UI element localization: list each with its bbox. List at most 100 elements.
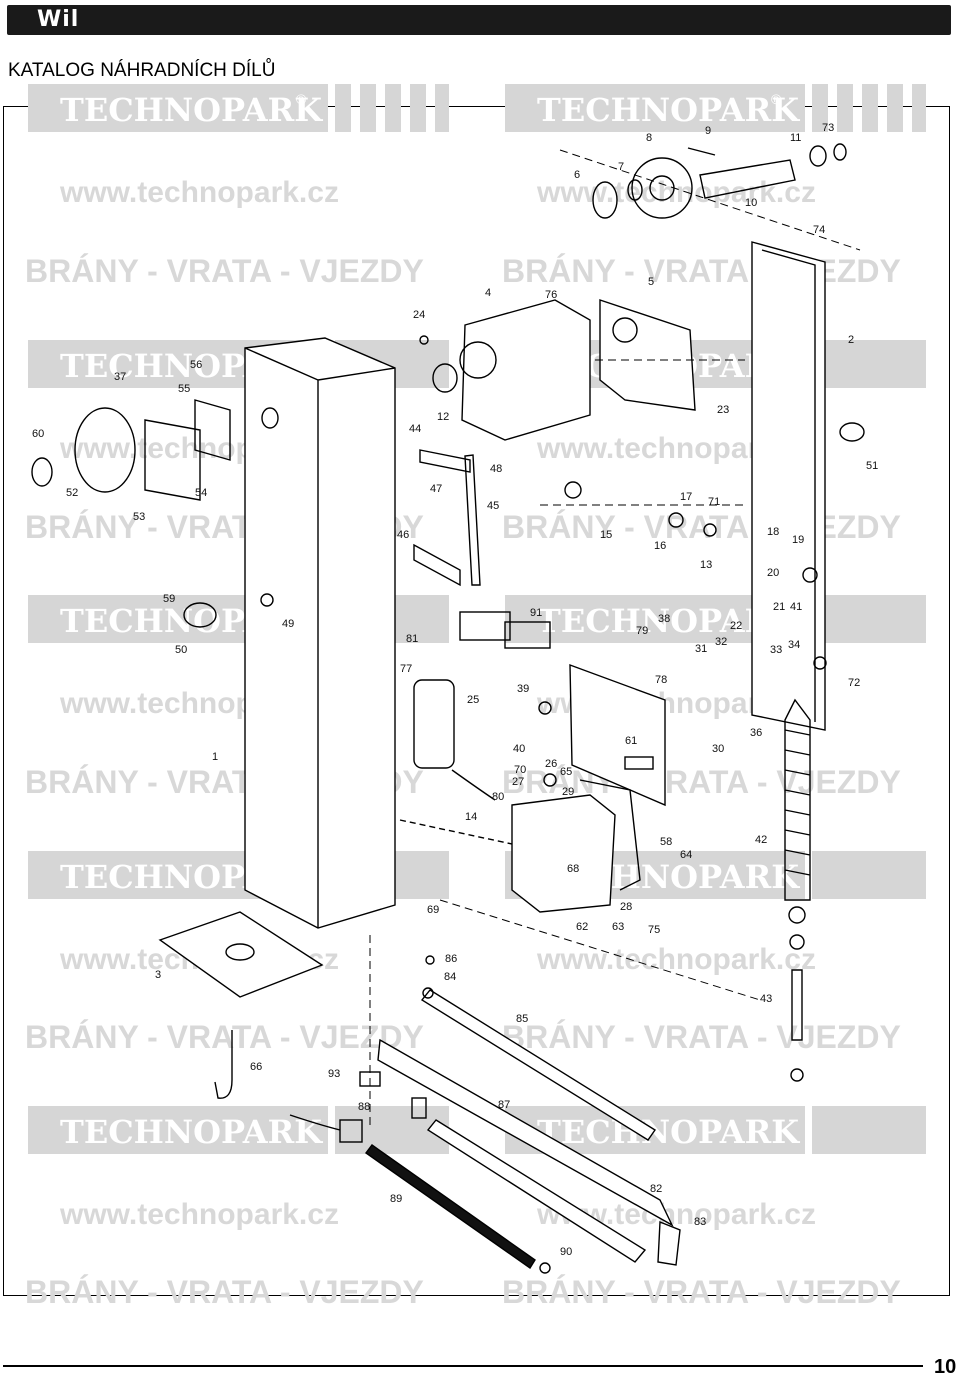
- watermark-tagline: BRÁNY - VRATA - VJEZDY: [25, 1019, 424, 1055]
- parts-line-art: [31, 143, 865, 1274]
- watermark-registered: ®: [771, 91, 782, 107]
- watermark-stripe: [812, 595, 926, 643]
- part-label: 87: [498, 1099, 510, 1111]
- part-label: 10: [745, 197, 757, 209]
- fasteners: [183, 335, 865, 1274]
- part-label: 49: [282, 618, 294, 630]
- part-label: 58: [660, 836, 672, 848]
- part-labels: 1 2 3 4 5 6 7 8 9 10 11 12 13 14 15 16 1…: [32, 122, 878, 1258]
- terminal-box: [511, 779, 641, 913]
- watermark-band: [28, 1106, 328, 1154]
- part-label: 53: [133, 511, 145, 523]
- watermark-stripe: [435, 84, 449, 132]
- part-label: 89: [390, 1193, 402, 1205]
- part-label: 37: [114, 371, 126, 383]
- part-label: 30: [712, 743, 724, 755]
- part-label: 54: [195, 487, 207, 499]
- watermark-tagline: BRÁNY - VRATA - VJEZDY: [502, 1019, 901, 1055]
- watermark-stripe: [410, 84, 426, 132]
- part-label: 42: [755, 834, 767, 846]
- part-label: 47: [430, 483, 442, 495]
- watermark-tagline: BRÁNY - VRATA - VJEZDY: [502, 1274, 901, 1310]
- part-label: 12: [437, 411, 449, 423]
- watermark-url: www.technopark.cz: [536, 943, 816, 976]
- watermark-tagline: BRÁNY - VRATA - VJEZDY: [25, 1274, 424, 1310]
- part-label: 82: [650, 1183, 662, 1195]
- watermark-brand: TECHNOPARK: [60, 91, 323, 129]
- part-label: 27: [512, 776, 524, 788]
- part-label: 86: [445, 953, 457, 965]
- part-label: 51: [866, 460, 878, 472]
- part-label: 20: [767, 567, 779, 579]
- part-label: 79: [636, 625, 648, 637]
- watermark-stripe: [812, 851, 926, 899]
- watermark-band: [28, 84, 328, 132]
- part-label: 59: [163, 593, 175, 605]
- part-label: 31: [695, 643, 707, 655]
- part-label: 62: [576, 921, 588, 933]
- part-label: 23: [717, 404, 729, 416]
- part-label: 8: [646, 132, 652, 144]
- part-label: 66: [250, 1061, 262, 1073]
- watermark-tagline: BRÁNY - VRATA - VJEZDY: [502, 253, 901, 289]
- watermark-registered: ®: [296, 91, 307, 107]
- part-label: 83: [694, 1216, 706, 1228]
- watermark-url: www.technopark.cz: [59, 1198, 339, 1231]
- part-label: 7: [618, 161, 624, 173]
- part-label: 11: [790, 132, 801, 144]
- part-label: 36: [750, 727, 762, 739]
- watermark-band: [505, 84, 805, 132]
- part-label: 72: [848, 677, 860, 689]
- part-label: 61: [625, 735, 637, 747]
- part-label: 65: [560, 766, 572, 778]
- part-label: 44: [409, 423, 421, 435]
- watermark-url: www.technopark.cz: [59, 176, 339, 209]
- part-label: 55: [178, 383, 190, 395]
- relay-block: [459, 611, 551, 649]
- watermark-stripe: [837, 84, 853, 132]
- watermark-tagline: BRÁNY - VRATA - VJEZDY: [502, 764, 901, 800]
- watermark-stripe: [812, 84, 828, 132]
- brand-logo: Wil: [37, 7, 80, 32]
- assembly-lines: [369, 149, 861, 1130]
- motor-flange: [31, 399, 231, 501]
- part-label: 75: [648, 924, 660, 936]
- part-label: 40: [513, 743, 525, 755]
- motor-capacitor: [413, 679, 496, 801]
- watermark-tagline: BRÁNY - VRATA - VJEZDY: [25, 253, 424, 289]
- part-label: 25: [467, 694, 479, 706]
- part-label: 80: [492, 791, 504, 803]
- spring-assembly: [784, 698, 811, 1082]
- part-label: 56: [190, 359, 202, 371]
- part-label: 22: [730, 620, 742, 632]
- part-label: 71: [708, 496, 720, 508]
- part-label: 52: [66, 487, 78, 499]
- part-label: 6: [574, 169, 580, 181]
- part-label: 16: [654, 540, 666, 552]
- part-label: 13: [700, 559, 712, 571]
- part-label: 69: [427, 904, 439, 916]
- part-label: 48: [490, 463, 502, 475]
- part-label: 93: [328, 1068, 340, 1080]
- watermark-brand: TECHNOPARK: [537, 91, 800, 129]
- diagram-frame: [3, 106, 950, 1296]
- part-label: 60: [32, 428, 44, 440]
- part-label: 32: [715, 636, 727, 648]
- part-label: 5: [648, 276, 654, 288]
- part-label: 90: [560, 1246, 572, 1258]
- side-cover: [751, 241, 826, 731]
- watermark-url: www.technopark.cz: [536, 176, 816, 209]
- base-plate: [158, 911, 324, 1099]
- watermark-brand: TECHNOPARK: [537, 1113, 800, 1151]
- part-label: 18: [767, 526, 779, 538]
- watermark-row-4: TECHNOPARK TECHNOPARK: [28, 851, 926, 899]
- watermark-stripe: [385, 84, 401, 132]
- watermark-stripe: [912, 84, 926, 132]
- part-label: 9: [705, 125, 711, 137]
- part-label: 74: [813, 224, 825, 236]
- part-label: 88: [358, 1101, 370, 1113]
- page-title: KATALOG NÁHRADNÍCH DÍLŮ: [8, 60, 276, 81]
- part-label: 21: [773, 601, 785, 613]
- part-label: 73: [822, 122, 834, 134]
